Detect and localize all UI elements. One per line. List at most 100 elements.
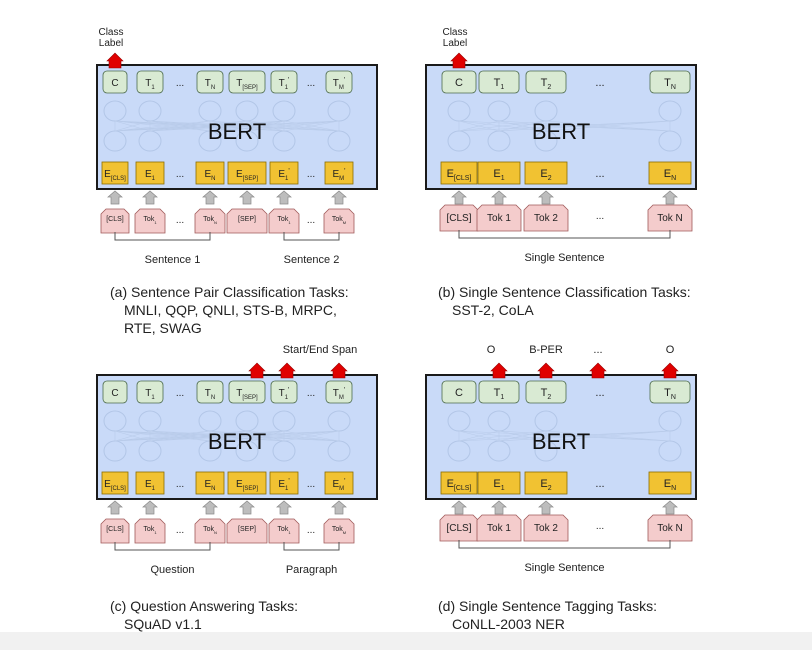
input-arrow — [451, 190, 467, 205]
network-edge — [246, 120, 340, 132]
output-label: TN — [205, 78, 215, 91]
bottom-bar — [0, 632, 812, 650]
network-edge — [458, 430, 671, 442]
network-node — [534, 100, 558, 122]
network-node — [272, 100, 296, 122]
network-edge — [498, 430, 671, 442]
network-edge — [149, 120, 211, 132]
network-edge — [283, 120, 340, 132]
network-edge — [458, 120, 500, 132]
embedding-label: E1 — [145, 479, 156, 492]
network-edge — [114, 120, 285, 132]
output-token — [441, 70, 477, 94]
embedding — [324, 161, 354, 185]
network-edge — [498, 120, 547, 132]
token-label: Tok 2 — [534, 523, 558, 534]
network-node — [198, 410, 222, 432]
bert-network — [103, 100, 351, 152]
embedding — [135, 161, 165, 185]
input-arrow — [202, 190, 218, 205]
tag-output-arrow — [490, 362, 508, 379]
input-token — [476, 204, 522, 232]
caption-line: (c) Question Answering Tasks: — [110, 598, 299, 614]
network-edge — [458, 430, 671, 442]
network-node — [658, 440, 682, 462]
network-edge — [209, 120, 340, 132]
input-arrow — [142, 500, 158, 515]
network-edge — [209, 430, 248, 442]
token-label: TokM — [332, 526, 346, 535]
span-output-arrow — [248, 362, 266, 379]
input-token — [134, 208, 166, 234]
network-edge — [149, 430, 340, 442]
embedding-label: ... — [595, 168, 604, 180]
input-arrow — [239, 190, 255, 205]
network-node — [487, 100, 511, 122]
output-token — [102, 70, 128, 94]
network-edge — [209, 430, 340, 442]
output-label: ... — [595, 387, 604, 399]
embedding — [524, 471, 568, 495]
network-edge — [209, 430, 248, 442]
group-bracket — [283, 232, 340, 241]
input-token — [647, 204, 693, 232]
input-arrow — [538, 500, 554, 515]
token-label: TokM — [332, 216, 346, 225]
token-label: Tok1 — [277, 526, 291, 535]
output-label: ... — [307, 388, 315, 399]
input-token — [100, 518, 130, 544]
embedding — [135, 471, 165, 495]
output-label: TM' — [333, 387, 345, 401]
output-label: C — [111, 388, 118, 399]
network-node — [103, 100, 127, 122]
caption-a: (a) Sentence Pair Classification Tasks: … — [110, 283, 349, 337]
network-edge — [114, 120, 211, 132]
network-node — [235, 100, 259, 122]
output-label: T[SEP] — [236, 388, 258, 401]
token-label: [CLS] — [106, 216, 124, 223]
tag-label: O — [487, 344, 496, 356]
caption-line: SST-2, CoLA — [452, 302, 534, 318]
span-output-arrow — [330, 362, 348, 379]
network-edge — [149, 430, 248, 442]
embedding-label: E2 — [540, 478, 551, 492]
network-edge — [114, 430, 285, 442]
group-label: Single Sentence — [524, 562, 604, 574]
token-ellipsis: ... — [307, 215, 315, 226]
embedding-label: E1 — [493, 478, 504, 492]
network-node — [138, 440, 162, 462]
network-node — [487, 130, 511, 152]
input-arrow — [331, 190, 347, 205]
network-node — [103, 440, 127, 462]
output-label: ... — [595, 77, 604, 89]
network-edge — [545, 430, 671, 442]
embedding-label: E2 — [540, 168, 551, 182]
network-edge — [114, 120, 248, 132]
embedding — [195, 161, 225, 185]
bert-network — [447, 100, 682, 152]
caption-b: (b) Single Sentence Classification Tasks… — [438, 283, 691, 319]
token-label: [SEP] — [238, 216, 256, 223]
tag-output-arrow — [589, 362, 607, 379]
input-token — [323, 208, 355, 234]
embedding-label: E1 — [493, 168, 504, 182]
output-label: T2 — [541, 77, 552, 91]
network-edge — [114, 430, 211, 442]
input-arrow — [142, 190, 158, 205]
network-node — [658, 100, 682, 122]
output-label: T1 — [494, 77, 505, 91]
network-edge — [209, 120, 340, 132]
network-edge — [209, 120, 285, 132]
input-arrow — [107, 500, 123, 515]
network-edge — [149, 120, 248, 132]
embedding-label: ... — [176, 479, 184, 490]
group-label: Sentence 2 — [284, 254, 340, 266]
network-node — [327, 410, 351, 432]
network-node — [534, 130, 558, 152]
input-token — [134, 518, 166, 544]
group-bracket — [283, 542, 340, 551]
embedding — [101, 161, 129, 185]
output-token — [136, 70, 164, 94]
